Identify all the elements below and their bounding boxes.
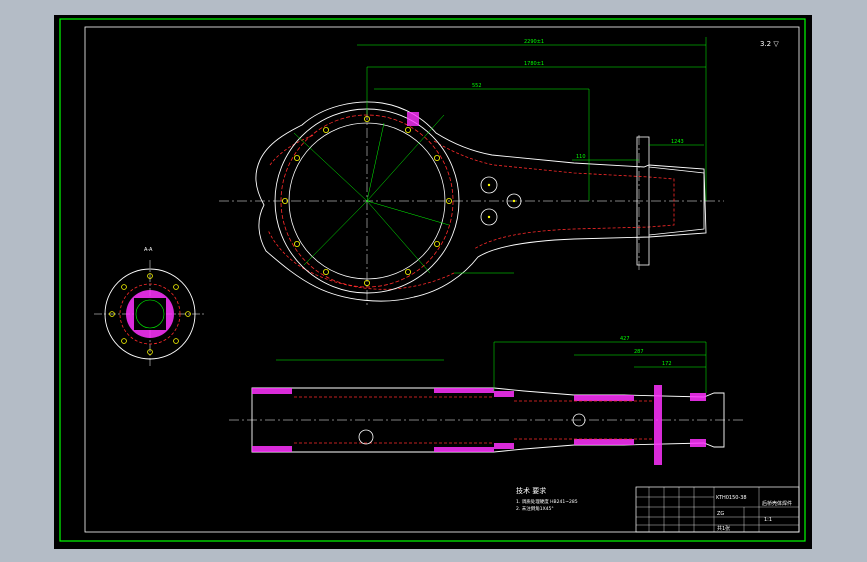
dim-287: 287 bbox=[634, 349, 644, 355]
tech-requirements: 技术 要求 1. 调质处理硬度 HB241~285 2. 未注倒角1X45° bbox=[516, 486, 578, 512]
tech-line1: 1. 调质处理硬度 HB241~285 bbox=[516, 498, 578, 505]
hidden-contour bbox=[267, 134, 675, 290]
housing-outline bbox=[255, 101, 707, 302]
tech-line2: 2. 未注倒角1X45° bbox=[516, 505, 554, 512]
material: ZG bbox=[717, 511, 724, 517]
dim-overall: 2290±1 bbox=[524, 39, 544, 45]
dim-172: 172 bbox=[662, 361, 672, 367]
dim-427: 427 bbox=[620, 336, 630, 342]
section-view: A-A bbox=[94, 247, 206, 367]
view-label-a: A-A bbox=[144, 247, 153, 253]
side-outline bbox=[251, 387, 725, 453]
sheet: 共1张 bbox=[717, 525, 730, 532]
scale: 1:1 bbox=[764, 517, 772, 523]
dim-1243: 1243 bbox=[671, 139, 684, 145]
top-view: 2290±1 1780±1 552 110 1243 bbox=[219, 37, 724, 305]
dim-552: 552 bbox=[472, 83, 482, 89]
dim-span: 1780±1 bbox=[524, 61, 544, 67]
roughness-symbol: 3.2 ▽ bbox=[760, 40, 779, 48]
side-view: 427 287 172 bbox=[229, 336, 744, 465]
tech-title: 技术 要求 bbox=[516, 486, 546, 495]
outer-border bbox=[59, 18, 806, 542]
title-block: KTH0150-38 后桥壳体焊件 1:1 ZG 共1张 bbox=[635, 486, 800, 533]
cad-canvas: 3.2 ▽ bbox=[54, 15, 812, 549]
bolt-holes bbox=[281, 116, 452, 286]
part-number: KTH0150-38 bbox=[716, 495, 747, 501]
dim-110: 110 bbox=[576, 154, 586, 160]
cad-drawing: 3.2 ▽ bbox=[59, 18, 806, 542]
inner-border bbox=[84, 26, 800, 533]
part-name: 后桥壳体焊件 bbox=[762, 500, 792, 507]
